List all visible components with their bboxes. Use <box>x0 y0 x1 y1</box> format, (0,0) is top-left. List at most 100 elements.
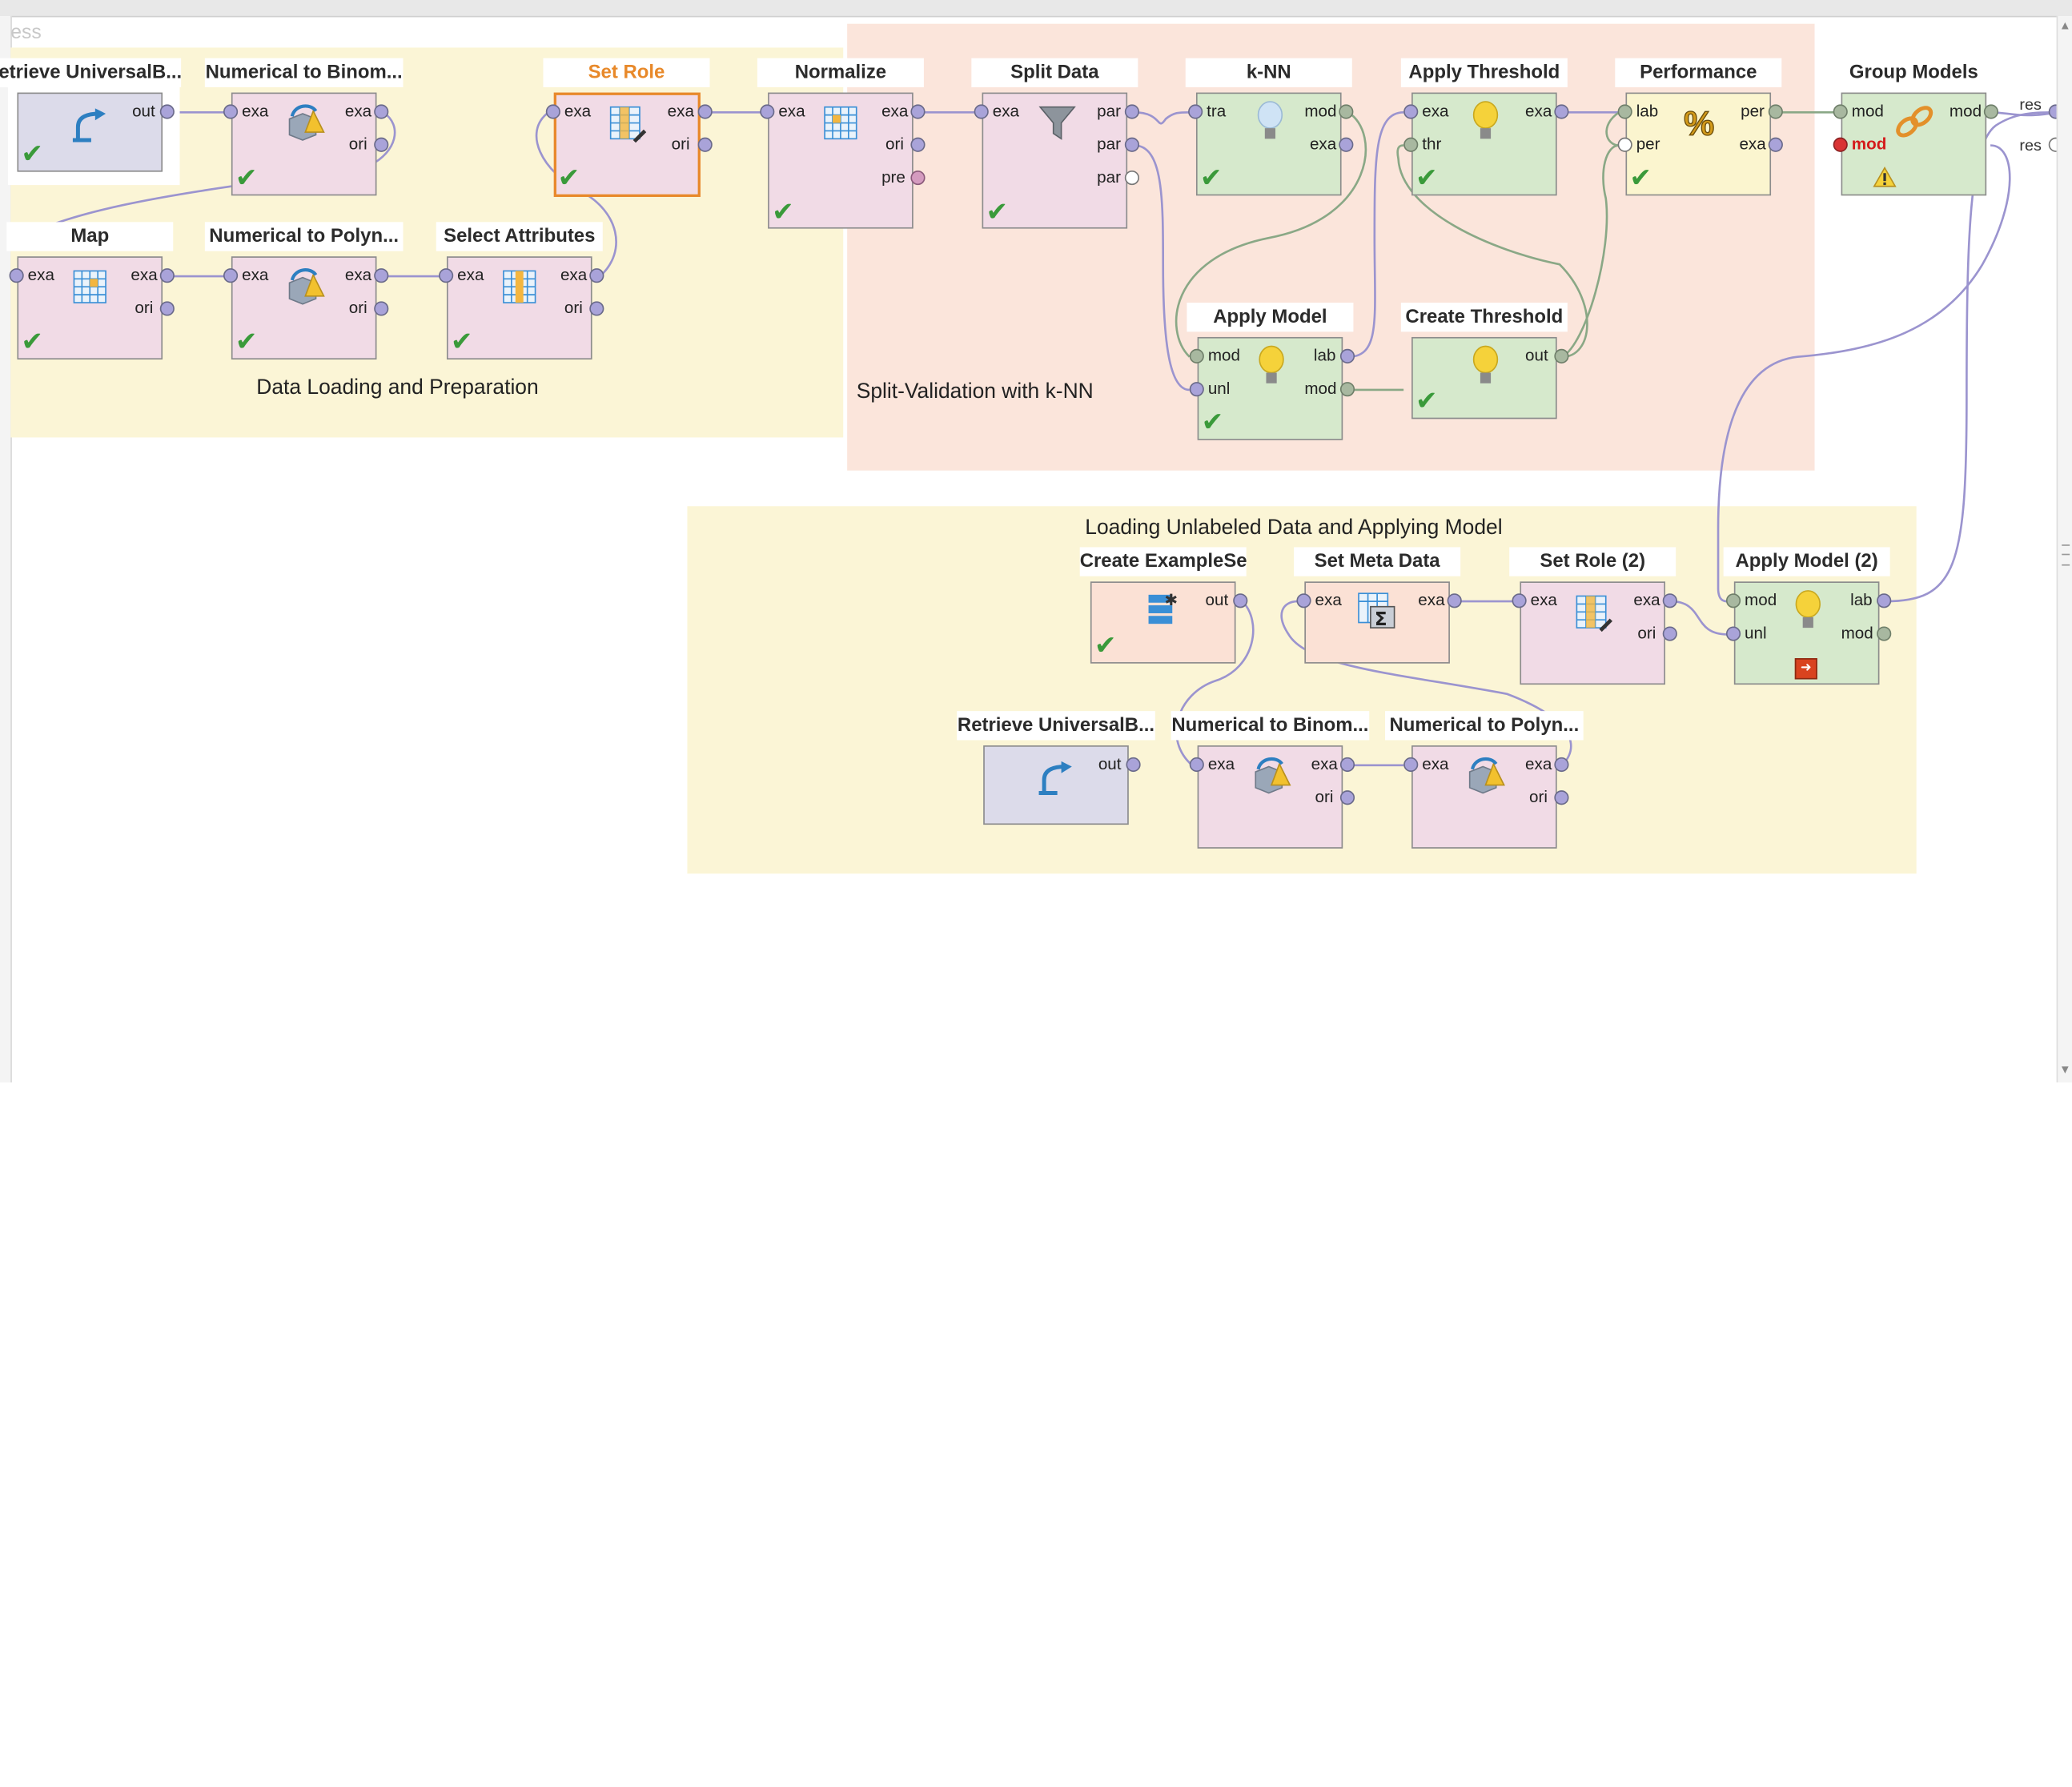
port-out[interactable] <box>1554 790 1569 805</box>
port-label: thr <box>1422 135 1442 154</box>
port-out[interactable] <box>159 301 175 316</box>
op-retrieve-universalbank-2[interactable]: Retrieve UniversalB... out <box>957 711 1155 825</box>
port-out[interactable] <box>1554 348 1569 363</box>
op-split-data[interactable]: Split Data exa par par par ✔ <box>971 58 1139 229</box>
port-out[interactable] <box>374 268 389 283</box>
port-in[interactable] <box>1188 104 1203 119</box>
op-set-meta-data[interactable]: Set Meta Data exa exa Σ <box>1294 547 1462 664</box>
port-in[interactable] <box>1833 104 1848 119</box>
op-apply-threshold[interactable]: Apply Threshold exa thr exa ✔ <box>1400 58 1569 196</box>
port-out[interactable] <box>1447 593 1462 608</box>
port-out[interactable] <box>697 137 713 152</box>
port-out[interactable] <box>1768 137 1783 152</box>
port-in[interactable] <box>439 268 454 283</box>
op-map[interactable]: Map exa exa ori ✔ <box>6 222 175 360</box>
port-out[interactable] <box>589 301 604 316</box>
area-label-split-validation: Split-Validation with k-NN <box>856 380 1094 404</box>
port-label: exa <box>1739 135 1766 154</box>
port-in[interactable] <box>545 104 560 119</box>
port-in[interactable] <box>223 104 239 119</box>
op-retrieve-universalbank[interactable]: etrieve UniversalB... out ✔ <box>0 58 182 172</box>
port-out[interactable] <box>1877 593 1892 608</box>
op-group-models[interactable]: Group Models mod mod mod <box>1830 58 1999 196</box>
vertical-scrollbar[interactable]: ▲ ▼ <box>2056 15 2072 1083</box>
op-create-exampleset[interactable]: Create ExampleSet out ✱ ✔ <box>1079 547 1248 664</box>
port-out[interactable] <box>1554 104 1569 119</box>
port-out[interactable] <box>1124 170 1139 186</box>
port-out[interactable] <box>1339 348 1355 363</box>
port-out[interactable] <box>589 268 604 283</box>
warning-icon[interactable] <box>1873 167 1897 187</box>
result-port-label: res <box>2019 94 2042 114</box>
port-out[interactable] <box>159 104 175 119</box>
op-create-threshold[interactable]: Create Threshold out ✔ <box>1400 303 1569 420</box>
port-in[interactable] <box>1189 757 1204 773</box>
port-out[interactable] <box>1339 104 1354 119</box>
port-out[interactable] <box>1124 137 1139 152</box>
port-in[interactable] <box>1617 137 1632 152</box>
port-out[interactable] <box>1877 626 1892 641</box>
port-label: ori <box>564 299 583 318</box>
port-in[interactable] <box>1512 593 1527 608</box>
port-out[interactable] <box>1339 790 1355 805</box>
process-canvas[interactable]: Data Loading and Preparation Split-Valid… <box>0 0 2072 1083</box>
port-out[interactable] <box>374 137 389 152</box>
op-select-attributes[interactable]: Select Attributes exa exa ori ✔ <box>436 222 604 360</box>
port-in[interactable] <box>1403 757 1419 773</box>
port-out[interactable] <box>910 104 926 119</box>
port-out[interactable] <box>910 137 926 152</box>
op-numerical-to-polynominal[interactable]: Numerical to Polyn... exa exa ori ✔ <box>204 222 404 360</box>
port-label: exa <box>457 265 484 284</box>
scrollbar-grip[interactable] <box>2062 544 2070 566</box>
svg-text:Σ: Σ <box>1375 609 1387 629</box>
port-in[interactable] <box>1833 137 1848 152</box>
port-out[interactable] <box>1662 626 1677 641</box>
port-in[interactable] <box>760 104 775 119</box>
port-in[interactable] <box>1189 382 1204 397</box>
op-apply-model[interactable]: Apply Model mod unl lab mod ✔ <box>1187 303 1355 440</box>
breakpoint-icon[interactable]: ➜ <box>1794 658 1817 680</box>
op-set-role[interactable]: Set Role exa exa ori ✔ <box>543 58 713 197</box>
op-set-role-2[interactable]: Set Role (2) exa exa ori <box>1509 547 1677 685</box>
port-in[interactable] <box>1403 137 1419 152</box>
op-normalize[interactable]: Normalize exa exa ori pre ✔ <box>757 58 926 229</box>
port-out[interactable] <box>1983 104 1999 119</box>
port-out[interactable] <box>374 104 389 119</box>
port-label: out <box>1525 346 1548 365</box>
port-in[interactable] <box>223 268 239 283</box>
port-in[interactable] <box>1725 593 1741 608</box>
op-performance[interactable]: Performance lab per per exa % ✔ <box>1615 58 1783 196</box>
port-out[interactable] <box>159 268 175 283</box>
port-in[interactable] <box>974 104 989 119</box>
op-numerical-to-polynominal-2[interactable]: Numerical to Polyn... exa exa ori <box>1385 711 1584 849</box>
port-out[interactable] <box>1126 757 1141 773</box>
port-in[interactable] <box>1403 104 1419 119</box>
port-out[interactable] <box>697 104 713 119</box>
port-out[interactable] <box>1662 593 1677 608</box>
op-apply-model-2[interactable]: Apply Model (2) mod unl lab mod ➜ <box>1723 547 1892 685</box>
op-numerical-to-binominal[interactable]: Numerical to Binom... exa exa ori ✔ <box>204 58 404 196</box>
op-title: Set Role <box>543 58 710 87</box>
port-out[interactable] <box>1768 104 1783 119</box>
port-out[interactable] <box>1124 104 1139 119</box>
port-out[interactable] <box>910 170 926 186</box>
op-knn[interactable]: k-NN tra mod exa ✔ <box>1185 58 1354 196</box>
port-in[interactable] <box>1189 348 1204 363</box>
scroll-up-icon[interactable]: ▲ <box>2058 18 2071 32</box>
port-out[interactable] <box>1339 757 1355 773</box>
port-in[interactable] <box>9 268 24 283</box>
port-out[interactable] <box>1554 757 1569 773</box>
op-numerical-to-binominal-2[interactable]: Numerical to Binom... exa exa ori <box>1171 711 1370 849</box>
port-out[interactable] <box>1339 382 1355 397</box>
port-out[interactable] <box>1339 137 1354 152</box>
retrieve-arrow-icon <box>1038 761 1072 795</box>
scroll-down-icon[interactable]: ▼ <box>2058 1062 2071 1076</box>
port-label: exa <box>1315 590 1342 610</box>
port-in[interactable] <box>1617 104 1632 119</box>
port-label: exa <box>1525 754 1552 773</box>
port-in[interactable] <box>1296 593 1311 608</box>
port-out[interactable] <box>374 301 389 316</box>
port-label: exa <box>1633 590 1660 610</box>
port-in[interactable] <box>1725 626 1741 641</box>
port-out[interactable] <box>1233 593 1248 608</box>
